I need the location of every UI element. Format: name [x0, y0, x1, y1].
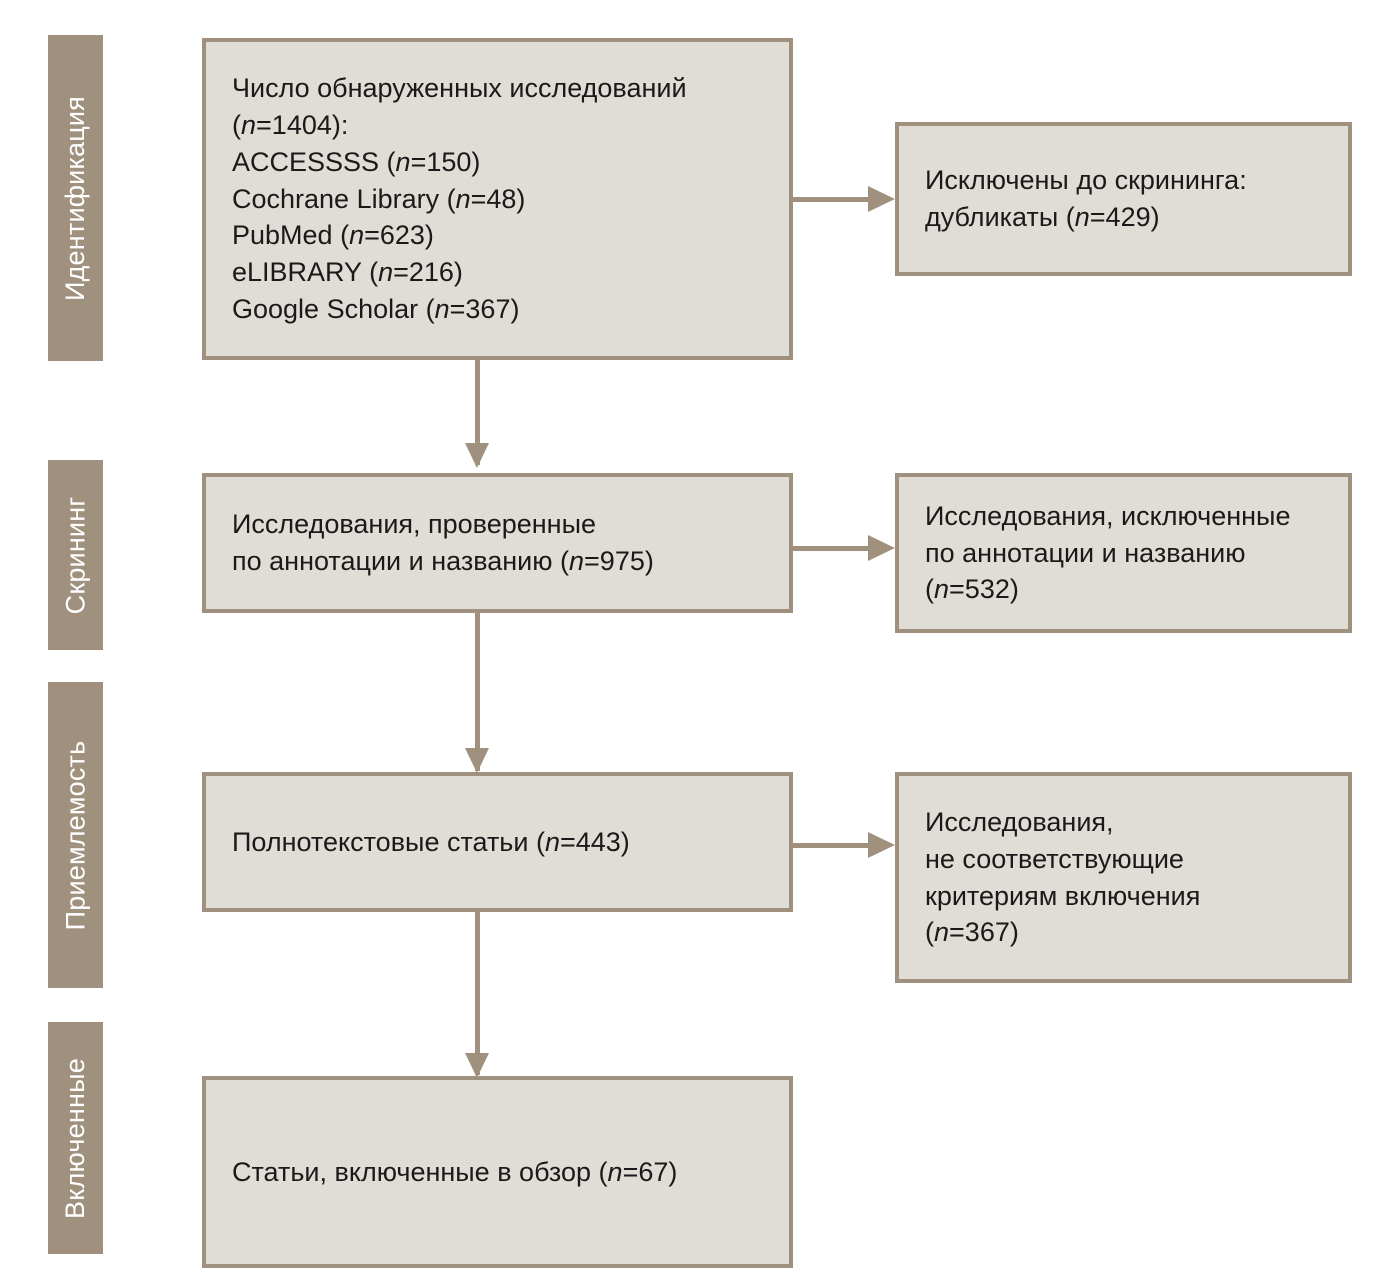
connector-eligibility-to-excluded-arrowhead [868, 832, 895, 858]
connector-eligibility-to-excluded-stem [793, 843, 871, 848]
stage-bar-identification: Идентификация [48, 35, 103, 361]
box-identification-excluded: Исключены до скрининга: дубликаты (n=429… [895, 122, 1352, 276]
stage-bar-screening: Скрининг [48, 460, 103, 650]
stage-bar-eligibility: Приемлемость [48, 682, 103, 988]
box-eligibility-fulltext-text: Полнотекстовые статьи (n=443) [232, 826, 630, 857]
box-included-articles: Статьи, включенные в обзор (n=67) [202, 1076, 793, 1268]
connector-identification-to-screening-stem [475, 360, 480, 465]
box-screening-records-text: Исследования, проверенные по аннотации и… [232, 509, 654, 576]
stage-bar-included: Включенные [48, 1022, 103, 1254]
box-eligibility-fulltext: Полнотекстовые статьи (n=443) [202, 772, 793, 912]
connector-eligibility-to-included-stem [475, 912, 480, 1075]
box-eligibility-excluded: Исследования, не соответствующие критери… [895, 772, 1352, 983]
box-screening-excluded: Исследования, исключенные по аннотации и… [895, 473, 1352, 633]
stage-bar-label-eligibility: Приемлемость [60, 740, 91, 930]
box-included-articles-text: Статьи, включенные в обзор (n=67) [232, 1156, 678, 1187]
box-identification-records: Число обнаруженных исследований (n=1404)… [202, 38, 793, 360]
stage-bar-label-screening: Скрининг [60, 496, 91, 614]
stage-bar-label-identification: Идентификация [60, 95, 90, 301]
box-identification-records-text: Число обнаруженных исследований (n=1404)… [232, 73, 687, 324]
connector-screening-to-eligibility-stem [475, 613, 480, 771]
box-eligibility-excluded-text: Исследования, не соответствующие критери… [925, 807, 1201, 948]
connector-screening-to-excluded-stem [793, 546, 871, 551]
box-identification-excluded-text: Исключены до скрининга: дубликаты (n=429… [925, 165, 1247, 232]
box-screening-excluded-text: Исследования, исключенные по аннотации и… [925, 500, 1291, 605]
connector-identification-to-excluded-stem [793, 197, 871, 202]
connector-screening-to-excluded-arrowhead [868, 535, 895, 561]
box-screening-records: Исследования, проверенные по аннотации и… [202, 473, 793, 613]
connector-identification-to-excluded-arrowhead [868, 186, 895, 212]
connector-identification-to-screening-arrowhead [465, 443, 489, 468]
connector-screening-to-eligibility-arrowhead [465, 748, 489, 773]
stage-bar-label-included: Включенные [60, 1057, 90, 1219]
connector-eligibility-to-included-arrowhead [465, 1053, 489, 1078]
